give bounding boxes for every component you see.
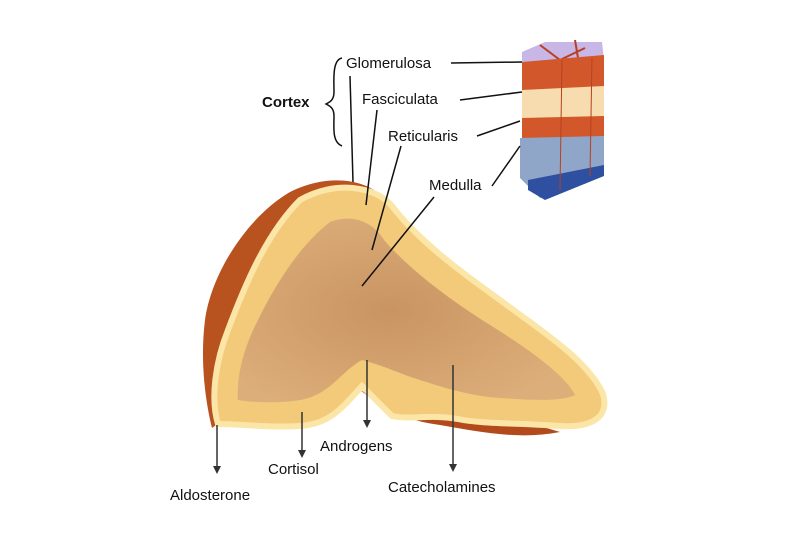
- reticularis-label: Reticularis: [388, 128, 459, 145]
- cortex-label: Cortex: [262, 94, 310, 111]
- gland-medulla: [237, 218, 575, 403]
- fasciculata-label: Fasciculata: [362, 91, 438, 108]
- androgens-label: Androgens: [320, 438, 393, 455]
- aldosterone-label: Aldosterone: [170, 487, 251, 504]
- cortisol-label: Cortisol: [268, 461, 319, 478]
- gland-capsule: [202, 180, 385, 428]
- catecholamines-label: Catecholamines: [388, 479, 496, 496]
- hormone-arrows: [213, 360, 457, 474]
- glomerulosa-label: Glomerulosa: [346, 55, 432, 72]
- cortex-brace: [324, 57, 343, 147]
- medulla-label: Medulla: [429, 177, 482, 194]
- leader-lines: [349, 61, 523, 287]
- tissue-section-block: [520, 39, 604, 200]
